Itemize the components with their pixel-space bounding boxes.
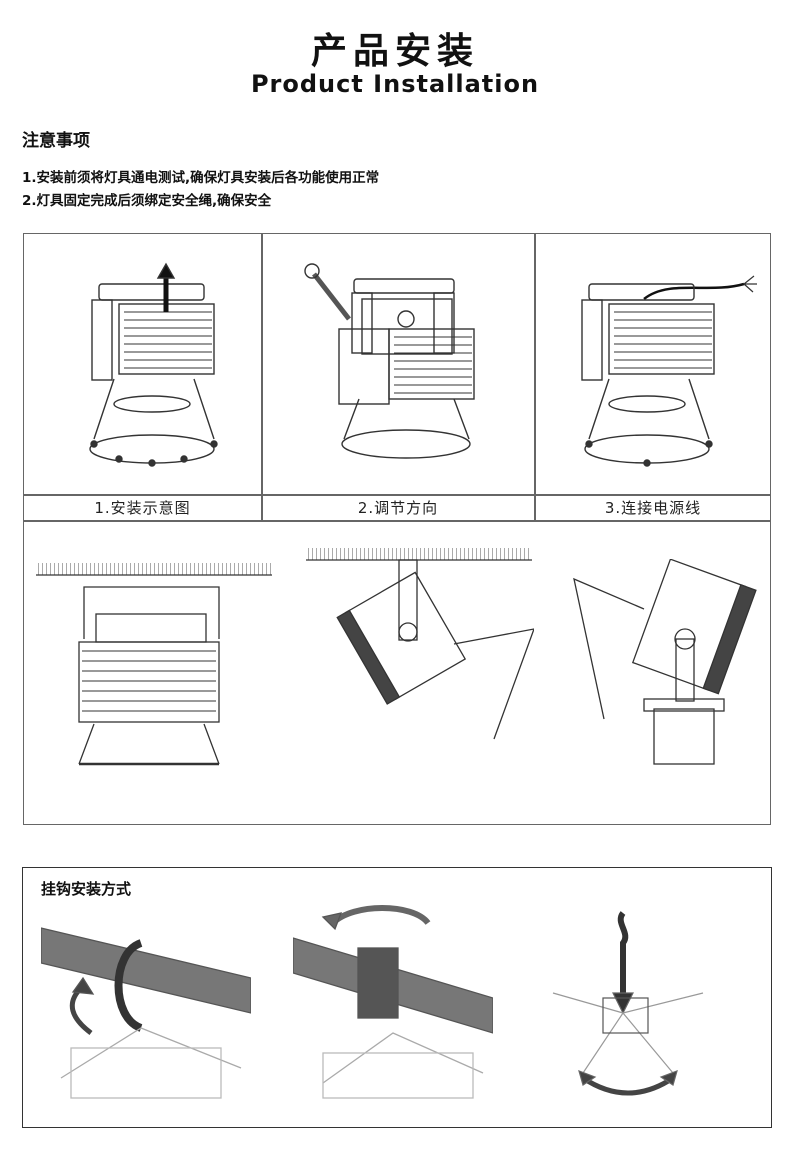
rotate-arrow-icon xyxy=(293,905,493,1099)
power-cable-icon xyxy=(581,275,757,467)
hook-installation-panel: 挂钩安装方式 xyxy=(22,867,772,1128)
angle-adjust-diagram-1 xyxy=(306,548,534,740)
angle-adjust-diagram-2 xyxy=(573,559,757,765)
page-title-cn: 产品安装 xyxy=(310,31,479,72)
divider xyxy=(24,494,770,496)
note-item-1: 1.安装前须将灯具通电测试,确保灯具安装后各功能使用正常 xyxy=(22,170,380,186)
note-item-2: 2.灯具固定完成后须绑定安全绳,确保安全 xyxy=(22,193,272,209)
installation-diagram-panel: 1.安装示意图 2.调节方向 3.连接电源线 xyxy=(23,233,771,825)
divider xyxy=(534,234,536,521)
ceiling-mount-diagram xyxy=(36,563,272,766)
hook-installation-heading: 挂钩安装方式 xyxy=(41,880,132,898)
hook-rotate-diagram xyxy=(552,911,704,1096)
divider xyxy=(261,234,263,521)
hook-clamp-diagram-1 xyxy=(41,927,251,1099)
caption-step-2: 2.调节方向 xyxy=(357,499,439,517)
notes-heading: 注意事项 xyxy=(22,131,90,151)
divider xyxy=(24,520,770,522)
lamp-lift-arrow-icon xyxy=(89,262,218,467)
page-title-en: Product Installation xyxy=(250,70,540,98)
caption-step-1: 1.安装示意图 xyxy=(94,499,191,517)
wrench-adjust-icon xyxy=(304,263,475,459)
caption-step-3: 3.连接电源线 xyxy=(604,499,702,517)
